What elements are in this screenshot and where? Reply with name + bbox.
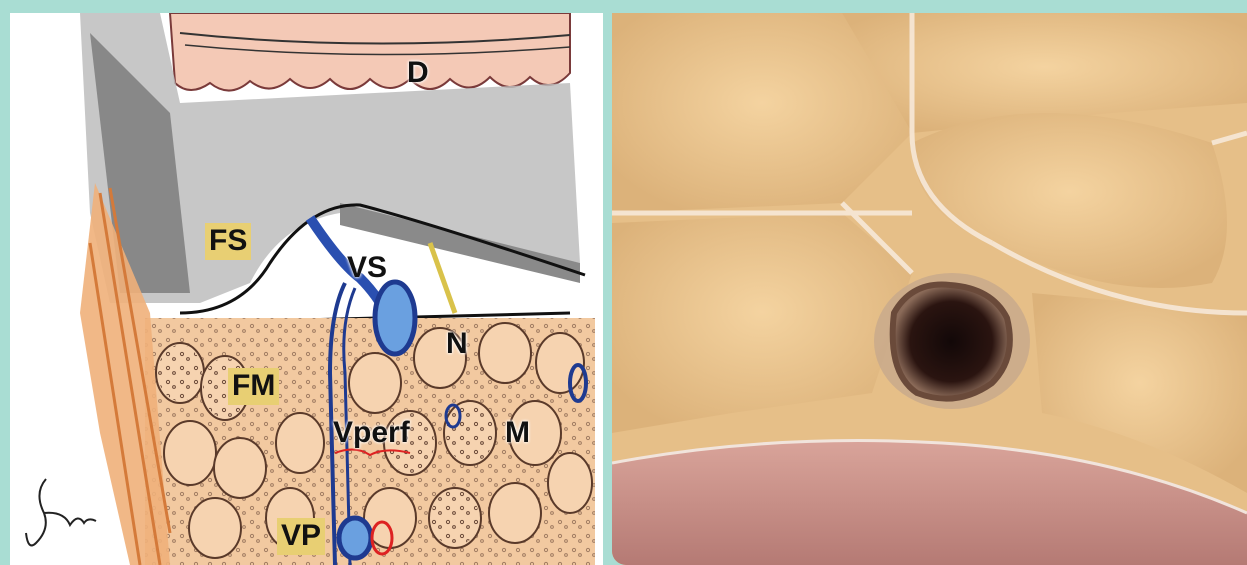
- label-n: N: [446, 329, 468, 359]
- perforator-opening: [874, 273, 1030, 409]
- label-vs: VS: [347, 253, 387, 283]
- signature-image: [24, 473, 104, 553]
- label-m: M: [505, 418, 530, 448]
- label-fm: FM: [228, 368, 279, 405]
- label-fs: FS: [205, 223, 251, 260]
- label-vperf: Vperf: [333, 418, 410, 448]
- dermis-layer: [170, 13, 570, 91]
- label-vp: VP: [277, 518, 325, 555]
- dissection-photo: [612, 13, 1247, 565]
- label-d: D: [407, 58, 429, 88]
- illustration-panel: D FS VS N FM Vperf M VP: [10, 13, 603, 565]
- photo-panel: [612, 13, 1247, 565]
